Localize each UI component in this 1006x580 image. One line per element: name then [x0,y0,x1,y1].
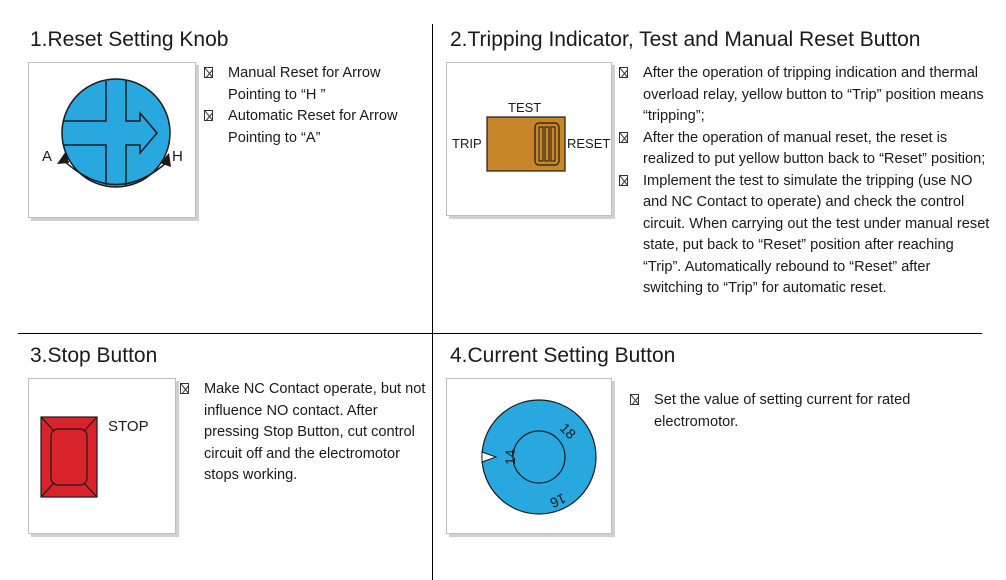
reset-knob-bullets: Manual Reset for Arrow Pointing to “H ” … [204,63,424,149]
dial-label-14: 14 [502,449,518,465]
checkbox-icon [619,67,628,78]
checkbox-icon [204,110,213,121]
current-dial-icon: 14 18 16 [481,399,597,515]
list-item: Set the value of setting current for rat… [630,390,950,433]
reset-knob-icon: A H [42,78,183,188]
label-trip: TRIP [452,136,482,151]
label-reset: RESET [567,136,610,151]
stop-button-icon: STOP [40,416,149,498]
checkbox-icon [619,174,628,186]
label-a: A [42,148,52,165]
current-bullets: Set the value of setting current for rat… [630,390,950,433]
tripping-indicator-icon: TEST TRIP RESET [452,100,610,172]
current-figure: 14 18 16 [446,378,612,534]
tripping-bullets: After the operation of tripping indicati… [619,63,994,300]
checkbox-icon [619,131,628,143]
reset-knob-figure: A H [28,62,196,218]
label-h: H [172,148,183,165]
tripping-title: 2.Tripping Indicator, Test and Manual Re… [450,28,921,51]
list-item: After the operation of manual reset, the… [619,128,994,171]
checkbox-icon [630,394,639,405]
checkbox-icon [180,383,189,394]
stop-title: 3.Stop Button [30,344,158,367]
list-item: Implement the test to simulate the tripp… [619,171,994,300]
reset-knob-title: 1.Reset Setting Knob [30,28,229,51]
vertical-divider [432,24,433,580]
tripping-figure: TEST TRIP RESET [446,62,612,216]
label-test: TEST [508,100,541,115]
checkbox-icon [204,67,213,78]
list-item: Make NC Contact operate, but not influen… [180,379,430,487]
stop-bullets: Make NC Contact operate, but not influen… [180,379,430,487]
dial-label-16: 16 [547,490,568,511]
list-item: Automatic Reset for Arrow Pointing to “A… [204,106,424,149]
stop-figure: STOP [28,378,176,534]
list-item: Manual Reset for Arrow Pointing to “H ” [204,63,424,106]
horizontal-divider [18,333,982,334]
list-item: After the operation of tripping indicati… [619,63,994,128]
label-stop: STOP [108,418,149,435]
current-title: 4.Current Setting Button [450,344,676,367]
